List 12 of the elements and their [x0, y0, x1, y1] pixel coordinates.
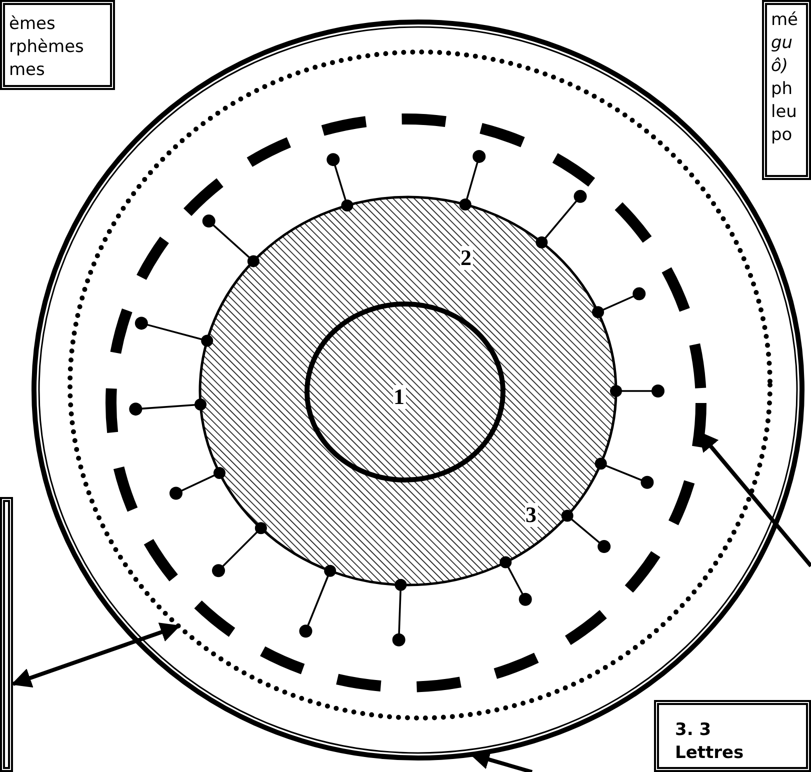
note-box: [654, 700, 811, 772]
region-number: 3: [524, 503, 538, 527]
arrow: [11, 622, 181, 688]
note-text: mé gu ô) ph leu po: [771, 9, 800, 147]
note-text: èmes rphèmes mes: [9, 13, 85, 82]
note-text: 3. 3 Lettres: [675, 719, 745, 765]
region-number: 1: [392, 385, 406, 409]
note-box: [762, 0, 811, 180]
note-box: [0, 0, 115, 90]
region-number: 2: [460, 246, 472, 270]
dashed-circle: [103, 111, 709, 695]
note-box: [0, 497, 13, 772]
